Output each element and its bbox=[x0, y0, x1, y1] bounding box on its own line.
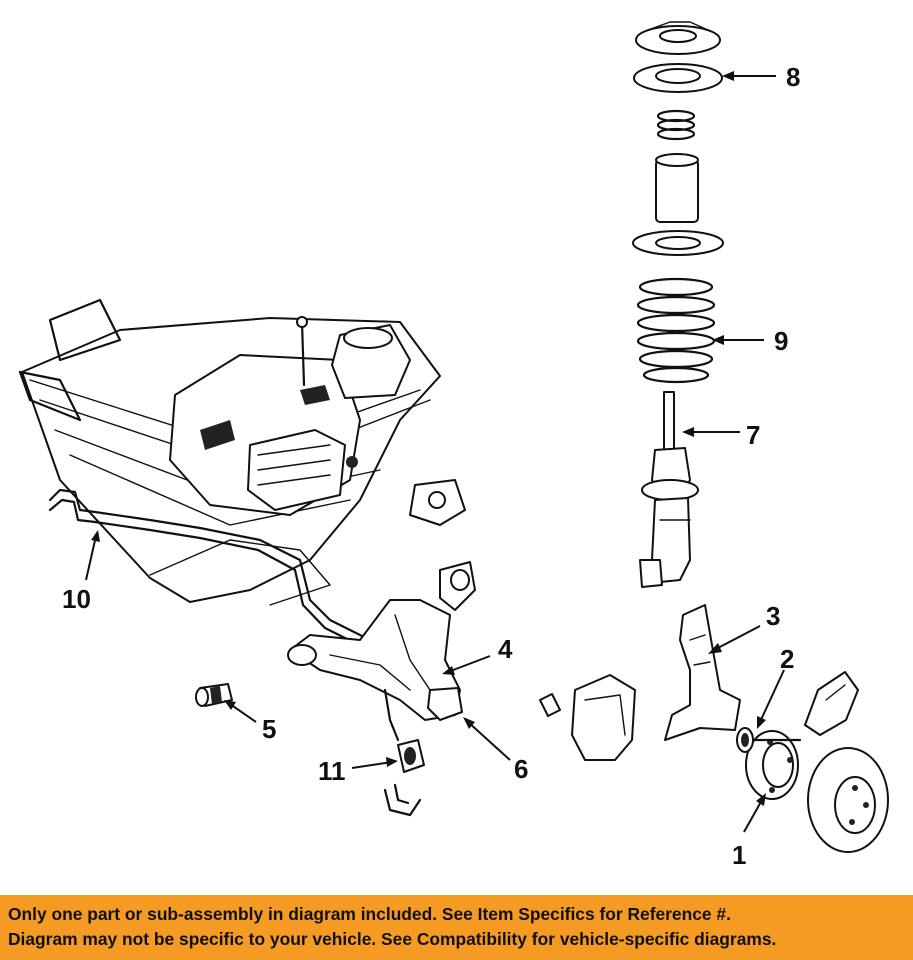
spring-seat-and-bumper bbox=[632, 109, 724, 256]
callout-10: 10 bbox=[62, 584, 91, 614]
callout-6: 6 bbox=[514, 754, 528, 784]
steering-knuckle bbox=[664, 604, 741, 741]
callout-11: 11 bbox=[318, 756, 346, 786]
brake-rotor bbox=[804, 671, 889, 853]
engine-cradle-assembly bbox=[18, 298, 466, 650]
brake-caliper bbox=[539, 674, 636, 761]
suspension-exploded-diagram: 1 2 3 4 5 6 7 8 9 10 11 bbox=[18, 21, 889, 870]
callout-7: 7 bbox=[746, 420, 760, 450]
disclaimer-banner: Only one part or sub-assembly in diagram… bbox=[0, 895, 913, 960]
callout-8: 8 bbox=[786, 62, 800, 92]
callout-2: 2 bbox=[780, 644, 794, 674]
callout-9: 9 bbox=[774, 326, 788, 356]
callout-1: 1 bbox=[732, 840, 746, 870]
strut-assembly bbox=[639, 391, 699, 588]
lower-control-arm bbox=[287, 561, 476, 721]
hub-bearing bbox=[736, 727, 802, 800]
coil-spring bbox=[636, 277, 716, 384]
stabilizer-link bbox=[383, 688, 425, 817]
leader-lines bbox=[85, 71, 785, 833]
disclaimer-line-2: Diagram may not be specific to your vehi… bbox=[8, 929, 777, 949]
disclaimer-line-1: Only one part or sub-assembly in diagram… bbox=[8, 904, 731, 924]
bushing bbox=[195, 683, 233, 707]
callout-5: 5 bbox=[262, 714, 276, 744]
callout-3: 3 bbox=[766, 601, 780, 631]
strut-mount bbox=[633, 21, 723, 93]
callout-4: 4 bbox=[498, 634, 513, 664]
